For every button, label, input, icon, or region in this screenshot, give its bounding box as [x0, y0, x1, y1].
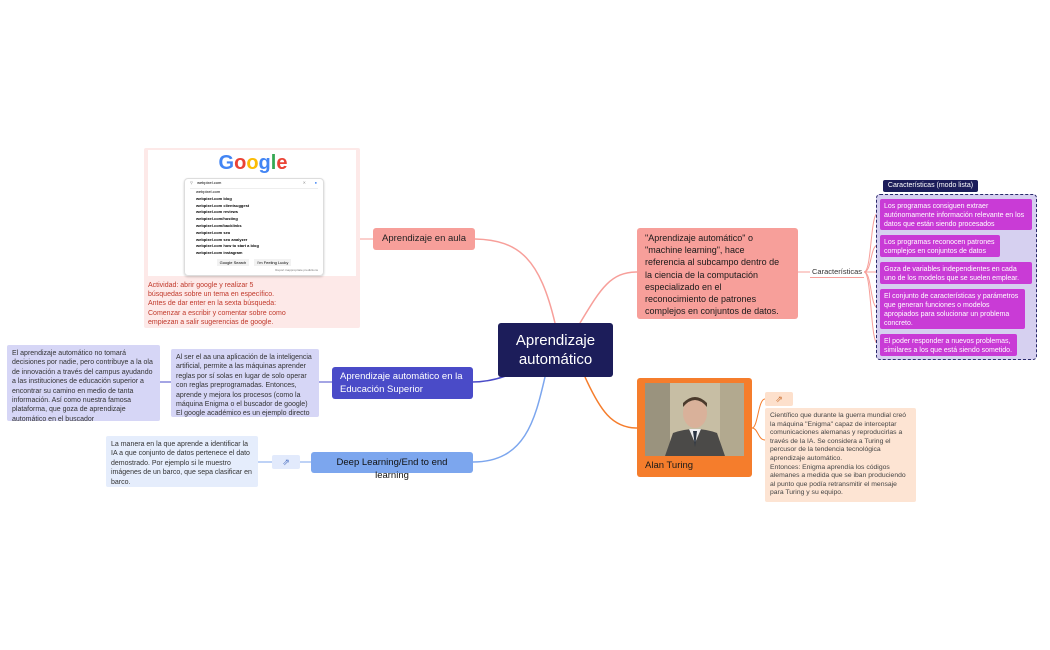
topic-deep-learning[interactable]: Deep Learning/End to end learning: [311, 452, 473, 481]
topic-educacion-line1: Aprendizaje automático en la: [340, 371, 463, 382]
suggestion-1: webpixel.com blog: [196, 195, 232, 201]
caracteristica-item-5[interactable]: El poder responder a nuevos problemas, s…: [880, 334, 1017, 356]
topic-educacion-line2: Educación Superior: [340, 384, 423, 395]
central-topic[interactable]: Aprendizaje automático: [498, 323, 613, 377]
topic-aula-label: Aprendizaje en aula: [382, 233, 466, 244]
caracteristica-item-4[interactable]: El conjunto de características y parámet…: [880, 289, 1025, 329]
feeling-lucky-button: I'm Feeling Lucky: [254, 258, 292, 266]
external-link-icon[interactable]: ⇗: [765, 392, 793, 406]
central-topic-line1: Aprendizaje: [515, 332, 596, 349]
google-query: webpixel.com: [197, 180, 222, 185]
topic-definicion[interactable]: "Aprendizaje automático" o "machine lear…: [637, 228, 798, 319]
suggestion-8: webpixel.com how to start a blog: [196, 243, 259, 249]
suggestion-4: webpixel.com/hosting: [196, 216, 238, 222]
educacion-note-1[interactable]: Al ser el aa una aplicación de la inteli…: [171, 349, 319, 417]
close-icon: ✕: [302, 180, 306, 185]
turing-note[interactable]: Científico que durante la guerra mundial…: [765, 408, 916, 502]
suggestion-3: webpixel.com reviews: [196, 209, 239, 215]
google-search-button: Google Search: [216, 258, 250, 266]
topic-alan-turing[interactable]: Alan Turing: [637, 378, 752, 477]
google-search-box: ⚲ webpixel.com ✕ ● webpixel.com webpixel…: [184, 178, 324, 276]
suggestion-0: webpixel.com: [196, 189, 221, 194]
alan-turing-photo: [645, 383, 744, 456]
google-screenshot: Google ⚲ webpixel.com ✕ ● webpixel.com w…: [148, 150, 356, 276]
deep-note[interactable]: La manera en la que aprende a identifica…: [106, 436, 258, 487]
topic-educacion-superior[interactable]: Aprendizaje automático en la Educación S…: [332, 367, 473, 399]
aula-note[interactable]: Google ⚲ webpixel.com ✕ ● webpixel.com w…: [144, 148, 360, 328]
suggestion-9: webpixel.com instagram: [196, 250, 243, 256]
report-predictions: Report inappropriate predictions: [275, 267, 318, 272]
caracteristicas-list-title[interactable]: Características (modo lista): [883, 180, 978, 192]
topic-aprendizaje-en-aula[interactable]: Aprendizaje en aula: [373, 228, 475, 250]
caracteristica-item-3[interactable]: Goza de variables independientes en cada…: [880, 262, 1032, 284]
subtopic-caracteristicas[interactable]: Características: [810, 267, 864, 278]
caracteristica-item-2[interactable]: Los programas reconocen patrones complej…: [880, 235, 1000, 257]
suggestion-2: webpixel.com clientsuggest: [196, 202, 250, 208]
central-topic-line2: automático: [518, 351, 593, 368]
search-icon: ⚲: [190, 180, 193, 185]
suggestion-5: webpixel.com/backlinks: [196, 222, 242, 228]
suggestion-7: webpixel.com seo analyzer: [196, 236, 248, 242]
aula-activity-text: Actividad: abrir google y realizar 5 bús…: [148, 282, 286, 326]
external-link-icon[interactable]: ⇗: [272, 455, 300, 469]
caracteristica-item-1[interactable]: Los programas consiguen extraer autónoma…: [880, 199, 1032, 230]
topic-deep-label: Deep Learning/End to end learning: [336, 457, 448, 481]
educacion-note-2[interactable]: El aprendizaje automático no tomará deci…: [7, 345, 160, 423]
google-logo: Google: [218, 152, 288, 174]
alan-turing-label: Alan Turing: [645, 460, 694, 471]
mic-icon: ●: [314, 180, 317, 185]
portrait-illustration: [645, 383, 744, 456]
suggestion-6: webpixel.com seo: [196, 229, 231, 235]
